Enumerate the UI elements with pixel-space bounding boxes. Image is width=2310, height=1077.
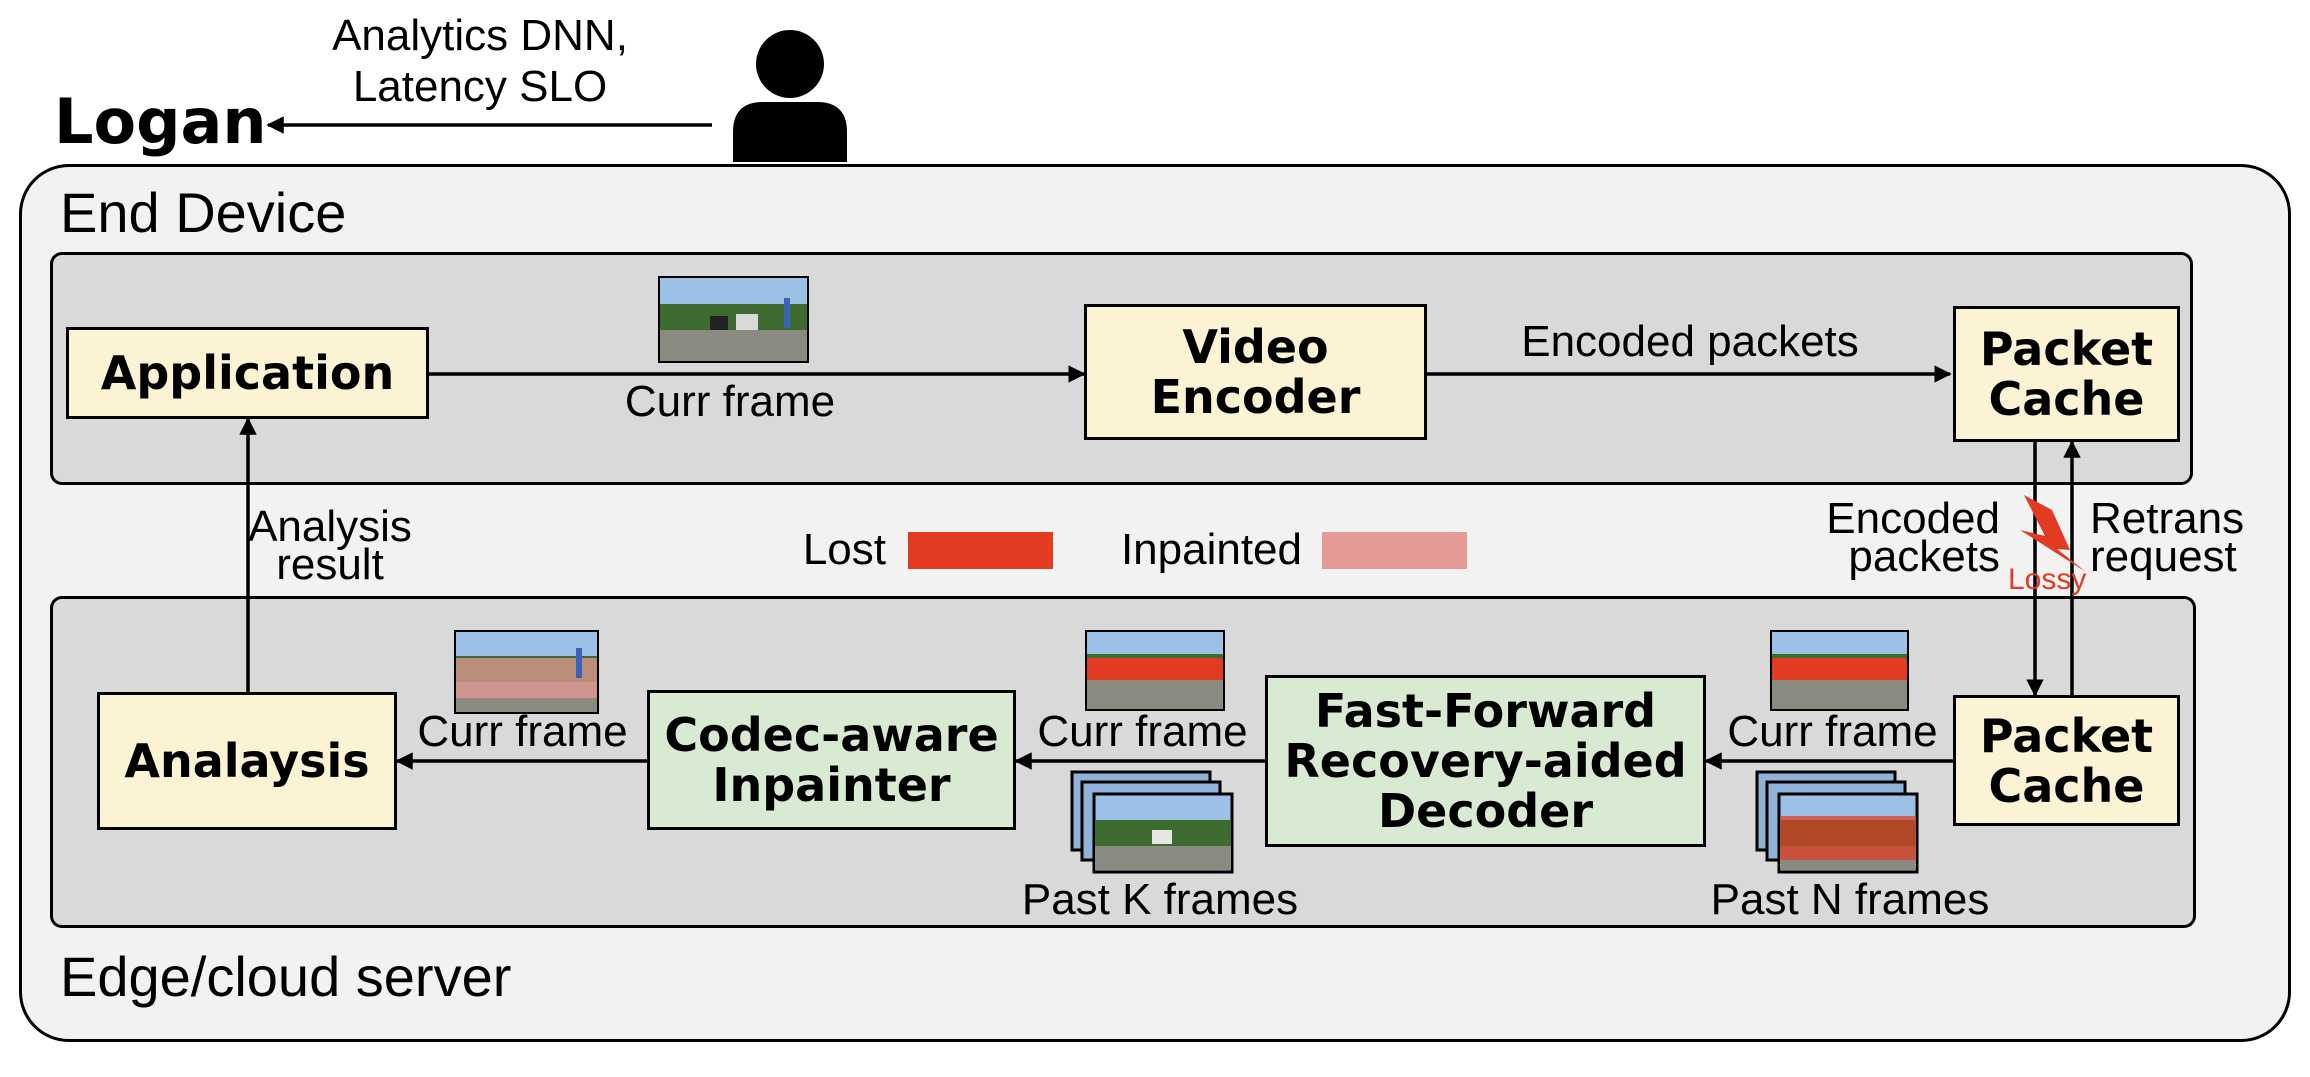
edge-server-title: Edge/cloud server bbox=[60, 945, 512, 1008]
decoder-line2: Recovery-aided bbox=[1284, 734, 1687, 788]
analysis-box: Analaysis bbox=[97, 692, 397, 830]
encoded-packets-line1: Encoded bbox=[1826, 494, 2000, 543]
curr-frame-label-3: Curr frame bbox=[1727, 707, 1938, 756]
application-label: Application bbox=[100, 346, 395, 400]
user-input-line1: Analytics DNN, bbox=[332, 11, 628, 60]
past-k-frames-stack bbox=[1070, 770, 1234, 874]
curr-frame-thumbnail bbox=[658, 276, 809, 363]
past-n-frames-label: Past N frames bbox=[1710, 875, 1990, 924]
person-icon bbox=[733, 30, 847, 162]
video-encoder-box: Video Encoder bbox=[1084, 304, 1427, 440]
packet-cache-bottom-line2: Cache bbox=[1988, 758, 2145, 813]
legend-lost-swatch bbox=[908, 532, 1053, 569]
user-input-line2: Latency SLO bbox=[352, 62, 608, 111]
lost-frame-thumbnail-1 bbox=[1085, 630, 1225, 711]
past-n-frames-stack bbox=[1755, 770, 1919, 874]
curr-frame-label-2: Curr frame bbox=[1037, 707, 1248, 756]
system-name: Logan bbox=[54, 85, 267, 158]
application-box: Application bbox=[66, 327, 429, 419]
past-k-frames-label: Past K frames bbox=[1021, 875, 1299, 924]
inpainted-frame-thumbnail bbox=[454, 630, 599, 714]
inpainter-line2: Inpainter bbox=[712, 758, 951, 812]
inpainter-line1: Codec-aware bbox=[664, 708, 999, 762]
packet-cache-top-line2: Cache bbox=[1988, 372, 2145, 426]
decoder-line3: Decoder bbox=[1377, 784, 1594, 838]
video-encoder-line1: Video bbox=[1182, 320, 1329, 374]
decoder-line1: Fast-Forward bbox=[1314, 684, 1657, 738]
analysis-result-line2: result bbox=[276, 540, 384, 589]
curr-frame-label-top: Curr frame bbox=[624, 377, 836, 426]
packet-cache-bottom-box: Packet Cache bbox=[1953, 695, 2180, 826]
encoded-packets-label-top: Encoded packets bbox=[1521, 317, 1859, 366]
legend-inpainted-label: Inpainted bbox=[1120, 525, 1302, 574]
analysis-result-line1: Analysis bbox=[248, 502, 412, 551]
retrans-line1: Retrans bbox=[2090, 494, 2245, 543]
legend-inpainted-swatch bbox=[1322, 532, 1467, 569]
fast-forward-decoder-box: Fast-Forward Recovery-aided Decoder bbox=[1265, 675, 1706, 847]
encoded-packets-line2: packets bbox=[1848, 532, 2000, 581]
lightning-bolt-icon bbox=[2020, 495, 2086, 572]
lost-frame-thumbnail-2 bbox=[1770, 630, 1909, 711]
codec-aware-inpainter-box: Codec-aware Inpainter bbox=[647, 690, 1016, 830]
packet-cache-bottom-line1: Packet bbox=[1979, 708, 2154, 763]
retrans-line2: request bbox=[2090, 532, 2237, 581]
curr-frame-label-1: Curr frame bbox=[417, 707, 628, 756]
lossy-label: Lossy bbox=[2008, 563, 2087, 596]
video-encoder-line2: Encoder bbox=[1150, 370, 1361, 424]
packet-cache-top-box: Packet Cache bbox=[1953, 306, 2180, 442]
packet-cache-top-line1: Packet bbox=[1979, 322, 2154, 376]
legend-lost-label: Lost bbox=[802, 525, 886, 574]
analysis-box-label: Analaysis bbox=[124, 734, 370, 788]
end-device-title: End Device bbox=[60, 181, 347, 244]
